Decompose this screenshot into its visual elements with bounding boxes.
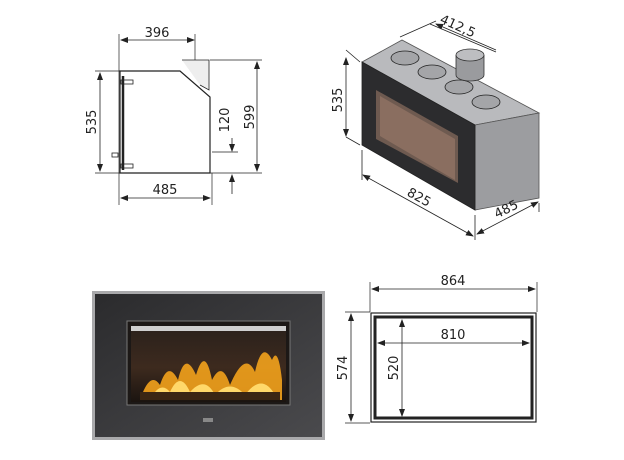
side-height-body-label: 535 <box>85 110 100 135</box>
brand-logo <box>203 418 213 422</box>
iso-height-label: 535 <box>331 88 346 113</box>
side-height-total-label: 599 <box>243 105 258 130</box>
iso-flue-distance-label: 412,5 <box>437 12 477 41</box>
plan-outer-height-label: 574 <box>336 356 351 381</box>
side-depth-bottom-label: 485 <box>153 183 178 198</box>
plan-inner-height-label: 520 <box>387 356 402 381</box>
plan-outer-width-label: 864 <box>441 274 466 289</box>
iso-width-label: 825 <box>404 185 433 210</box>
side-flue-offset-label: 120 <box>218 108 233 133</box>
air-vent-icon <box>390 50 420 66</box>
air-vent-icon <box>417 64 447 80</box>
air-vent-icon <box>444 79 474 95</box>
front-view-photo <box>92 291 325 440</box>
side-depth-top-label: 396 <box>145 26 170 41</box>
side-view <box>95 34 262 205</box>
flue-collar-icon <box>455 55 485 82</box>
air-vent-icon <box>471 94 501 110</box>
iso-view <box>343 20 541 240</box>
plan-view <box>345 282 538 424</box>
plan-inner-width-label: 810 <box>441 328 466 343</box>
